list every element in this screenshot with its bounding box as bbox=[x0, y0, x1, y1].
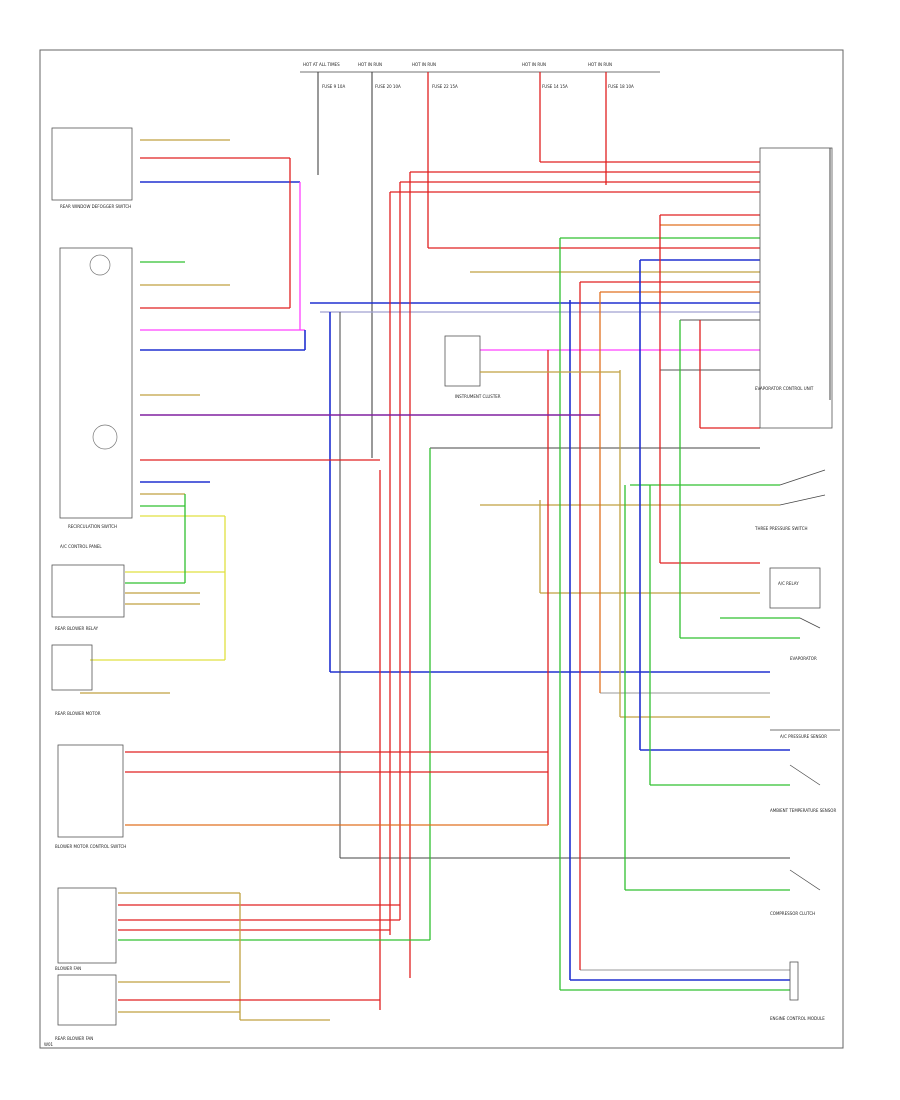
fuse-feed-1-label: HOT AT ALL TIMES bbox=[303, 62, 340, 67]
vertical-runs bbox=[329, 148, 831, 1010]
ac-relay-label: A/C RELAY bbox=[778, 581, 799, 586]
blower-motor-control: BLOWER MOTOR CONTROL SWITCH bbox=[55, 744, 126, 849]
rear-blower-motor: REAR BLOWER MOTOR bbox=[51, 644, 170, 716]
ac-relay: A/C RELAY bbox=[769, 567, 821, 609]
ac-control-panel: A/C CONTROL PANEL RECIRCULATION SWITCH bbox=[59, 247, 133, 549]
defogger-wires bbox=[140, 139, 301, 330]
fuse-feed-5-label: HOT IN RUN bbox=[588, 62, 612, 67]
fuse-feed-3-label: HOT IN RUN bbox=[412, 62, 436, 67]
instrument-cluster-label: INSTRUMENT CLUSTER bbox=[455, 394, 501, 399]
three-pressure-switch: THREE PRESSURE SWITCH bbox=[754, 469, 826, 531]
blower-control-wires bbox=[125, 751, 548, 826]
footer-code: W01 bbox=[44, 1042, 54, 1047]
evaporator-control: EVAPORATOR CONTROL UNIT bbox=[755, 147, 833, 429]
blower-fan-wires bbox=[118, 892, 430, 1020]
ambient-temp-sensor: AMBIENT TEMPERATURE SENSOR bbox=[770, 764, 836, 813]
fuse-feed-5: HOT IN RUN FUSE 18 10A bbox=[588, 62, 634, 185]
fuse-feed-1: HOT AT ALL TIMES FUSE 9 10A bbox=[303, 62, 345, 175]
fuse-feed-2: HOT IN RUN FUSE 20 10A bbox=[358, 62, 401, 458]
fuse-feed-5-sub: FUSE 18 10A bbox=[608, 84, 634, 89]
engine-control-module-label: ENGINE CONTROL MODULE bbox=[770, 1016, 825, 1021]
fuse-feed-1-sub: FUSE 9 10A bbox=[322, 84, 345, 89]
fuse-feed-4-sub: FUSE 14 15A bbox=[542, 84, 568, 89]
fuse-feed-2-sub: FUSE 20 10A bbox=[375, 84, 401, 89]
fuse-feed-2-label: HOT IN RUN bbox=[358, 62, 382, 67]
rear-fan-wires bbox=[118, 981, 380, 1021]
rear-blower-fan-label: REAR BLOWER FAN bbox=[55, 1036, 93, 1041]
blower-fan-label: BLOWER FAN bbox=[55, 966, 81, 971]
ambient-temp-sensor-label: AMBIENT TEMPERATURE SENSOR bbox=[770, 808, 836, 813]
evaporator-label: EVAPORATOR bbox=[790, 656, 817, 661]
ac-pressure-sensor-label: A/C PRESSURE SENSOR bbox=[780, 734, 827, 739]
rear-window-defogger-switch-label: REAR WINDOW DEFOGGER SWITCH bbox=[60, 204, 131, 209]
compressor-clutch-label: COMPRESSOR CLUTCH bbox=[770, 911, 815, 916]
evaporator-control-label: EVAPORATOR CONTROL UNIT bbox=[755, 386, 814, 391]
fuse-feed-3: HOT IN RUN FUSE 22 15A bbox=[412, 62, 458, 248]
ac-pressure-sensor: A/C PRESSURE SENSOR bbox=[770, 729, 840, 739]
fuse-feed-4-label: HOT IN RUN bbox=[522, 62, 546, 67]
diagram-frame bbox=[39, 49, 844, 1049]
evaporator: EVAPORATOR bbox=[790, 617, 821, 661]
fuse-feed-4: HOT IN RUN FUSE 14 15A bbox=[522, 62, 568, 162]
fuse-feed-3-sub: FUSE 22 15A bbox=[432, 84, 458, 89]
rear-blower-relay-label: REAR BLOWER RELAY bbox=[55, 626, 99, 631]
compressor-clutch: COMPRESSOR CLUTCH bbox=[770, 869, 821, 916]
rear-window-defogger-switch: REAR WINDOW DEFOGGER SWITCH bbox=[51, 127, 133, 209]
recirculation-switch-label: RECIRCULATION SWITCH bbox=[68, 524, 117, 529]
ac-control-panel-label: A/C CONTROL PANEL bbox=[60, 544, 102, 549]
control-panel-wires bbox=[140, 261, 600, 517]
relay-wires bbox=[90, 494, 226, 661]
right-connector-lines bbox=[310, 161, 800, 991]
instrument-cluster: INSTRUMENT CLUSTER bbox=[444, 335, 620, 399]
blower-motor-control-label: BLOWER MOTOR CONTROL SWITCH bbox=[55, 844, 126, 849]
fuse-feeds: HOT AT ALL TIMES FUSE 9 10A HOT IN RUN F… bbox=[300, 62, 660, 458]
engine-control-module: ENGINE CONTROL MODULE bbox=[770, 961, 825, 1021]
rear-blower-relay: REAR BLOWER RELAY bbox=[51, 564, 125, 631]
blower-fan: BLOWER FAN bbox=[55, 887, 117, 971]
three-pressure-switch-label: THREE PRESSURE SWITCH bbox=[754, 526, 808, 531]
rear-blower-motor-label: REAR BLOWER MOTOR bbox=[55, 711, 101, 716]
rear-blower-fan: REAR BLOWER FAN bbox=[55, 974, 117, 1041]
